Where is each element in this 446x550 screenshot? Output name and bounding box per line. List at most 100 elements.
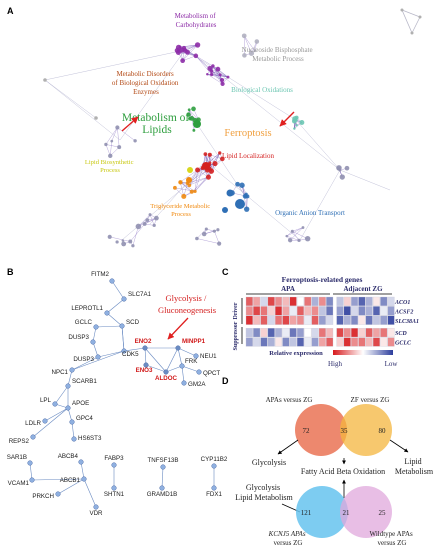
ppi-label-frk: FRK: [185, 358, 198, 365]
venn-circle-zf-vs-zg: [340, 404, 392, 456]
ppi-node-dusp3: [95, 354, 101, 360]
ppi-label-gpc4: GPC4: [76, 415, 93, 422]
ppi-node-dusp3: [90, 339, 96, 345]
heatmap-cell: [326, 296, 334, 306]
row-label-driver: Driver: [233, 302, 239, 319]
venn-count-80: 80: [379, 427, 387, 435]
venn-top-right-title: ZF versus ZG: [351, 396, 390, 404]
ppi-label-apoe: APOE: [72, 400, 89, 407]
venn-bottom-left-note: Glycolysis Lipid Metabolism: [235, 483, 293, 502]
heatmap-cell: [336, 337, 344, 347]
legend-low: Low: [385, 360, 399, 368]
ppi-node-npc1: [69, 367, 75, 373]
ppi-label-sar1b: SAR1B: [7, 454, 27, 461]
heatmap-cell: [358, 306, 366, 316]
heatmap-cell: [365, 306, 373, 316]
isolated-cluster: [400, 8, 422, 35]
heatmap-cell: [358, 337, 366, 347]
heatmap-cell: [304, 306, 312, 316]
ppi-node-vdr: [93, 504, 99, 510]
heatmap-cells: [245, 296, 395, 347]
label-metabolism-lipids: Metabolism of Lipids: [122, 112, 192, 136]
heatmap-cell: [260, 337, 268, 347]
venn-count-121: 121: [301, 509, 312, 517]
heatmap-cell: [282, 328, 290, 338]
heatmap-title: Ferroptosis-related genes: [282, 275, 363, 284]
heatmap-cell: [326, 337, 334, 347]
heatmap-gene-acsf2: ACSF2: [394, 309, 413, 315]
ppi-label-eno2: ENO2: [135, 338, 152, 345]
glycolysis-annotation: Glycolysis / Gluconeogenesis: [158, 293, 216, 315]
label-metabolism-carbohydrates: Metabolism of Carbohydrates: [175, 12, 218, 29]
ppi-node-frk: [179, 363, 185, 369]
ppi-label-prkch: PRKCH: [32, 493, 54, 500]
ppi-node-shtn1: [111, 485, 117, 491]
heatmap-cell: [267, 315, 275, 325]
venn-count-35: 35: [341, 427, 349, 435]
panel-d: D APAs versus ZG ZF versus ZG 72 35 80 G…: [222, 376, 434, 547]
heatmap-cell: [275, 296, 283, 306]
network-nodes: [43, 33, 350, 248]
panel-d-letter: D: [222, 376, 229, 386]
ppi-label-abcb1: ABCB1: [60, 477, 81, 484]
venn-glycolysis-label: Glycolysis: [252, 458, 286, 467]
arrow-to-lipids: [121, 116, 139, 132]
arrow-to-lipid-metabolism: [389, 439, 409, 453]
heatmap-cell: [365, 296, 373, 306]
heatmap-cell: [380, 337, 388, 347]
ppi-label-gm2a: GM2A: [188, 381, 206, 388]
heatmap-cell: [267, 306, 275, 316]
heatmap-cell: [289, 315, 297, 325]
heatmap-cell: [372, 328, 380, 338]
heatmap-cell: [296, 328, 304, 338]
ppi-label-vcam1: VCAM1: [8, 480, 30, 487]
heatmap-cell: [358, 296, 366, 306]
heatmap-cell: [282, 337, 290, 347]
ppi-node-cdk5: [121, 348, 127, 354]
heatmap-cell: [245, 337, 253, 347]
ppi-node-prkch: [55, 491, 61, 497]
heatmap-cell: [343, 296, 351, 306]
heatmap-cell: [318, 337, 326, 347]
arrow-to-ferroptosis: [279, 111, 295, 127]
heatmap-cell: [296, 306, 304, 316]
ppi-node-leprotl1: [104, 310, 110, 316]
ppi-label-cdk5: CDK5: [122, 351, 139, 358]
label-nucleoside-bisphosphate: Nucleoside Bisphosphate Metabolic Proces…: [242, 46, 315, 63]
heatmap-cell: [343, 328, 351, 338]
heatmap-cell: [260, 306, 268, 316]
heatmap-gene-gclc: GCLC: [395, 341, 412, 347]
heatmap-cell: [267, 337, 275, 347]
ppi-nodes: [27, 278, 217, 510]
ppi-label-qpct: QPCT: [203, 370, 220, 377]
heatmap-cell: [387, 296, 395, 306]
ppi-node-apoe: [65, 405, 71, 411]
venn-count-21: 21: [343, 509, 351, 517]
label-triglyceride-metabolic: Triglyceride Metabolic Process: [150, 203, 212, 218]
ppi-label-ldlr: LDLR: [25, 420, 41, 427]
ppi-node-ldlr: [42, 418, 48, 424]
heatmap-cell: [245, 328, 253, 338]
heatmap-cell: [318, 306, 326, 316]
ppi-node-slc7a1: [121, 296, 127, 302]
panel-c-letter: C: [222, 267, 229, 277]
ppi-label-cyp11b2: CYP11B2: [201, 456, 228, 463]
ppi-label-fdx1: FDX1: [206, 491, 222, 498]
heatmap-cell: [351, 296, 359, 306]
label-metabolic-disorders: Metabolic Disorders of Biological Oxidat…: [112, 70, 180, 96]
ppi-node-abcb4: [78, 459, 84, 465]
group-label-apa: APA: [281, 285, 295, 293]
heatmap-cell: [358, 328, 366, 338]
ppi-node-reps2: [30, 434, 36, 440]
heatmap-gene-scd: SCD: [395, 331, 407, 337]
ppi-node-aldoc: [163, 369, 169, 375]
heatmap-cell: [260, 296, 268, 306]
heatmap-gene-slc38a1: SLC38A1: [395, 319, 419, 325]
heatmap-cell: [311, 337, 319, 347]
heatmap-cell: [351, 306, 359, 316]
ppi-node-neu1: [193, 353, 199, 359]
heatmap-cell: [304, 296, 312, 306]
heatmap-cell: [311, 328, 319, 338]
ppi-label-gclc: GCLC: [75, 319, 93, 326]
venn-top-left-title: APAs versus ZG: [266, 396, 313, 404]
